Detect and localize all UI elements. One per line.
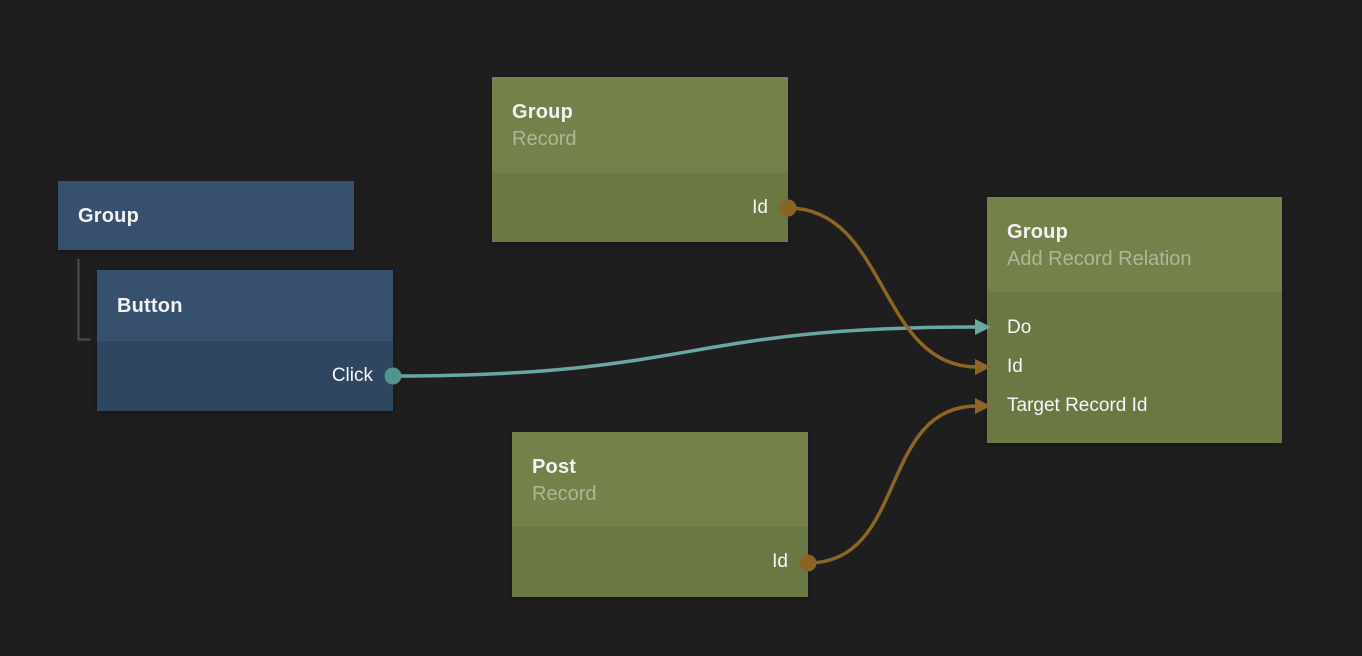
node-ports: Click [97, 341, 393, 411]
node-ports: Id [492, 173, 788, 242]
output-port-id[interactable]: Id [772, 551, 788, 573]
node-header: Button [97, 270, 393, 341]
port-label: Target Record Id [1007, 394, 1148, 416]
port-label: Do [1007, 316, 1032, 338]
connection-group-id-to-id[interactable] [787, 206, 978, 369]
node-title: Group [512, 101, 573, 123]
node-post-record[interactable]: Post Record Id [512, 432, 808, 597]
node-subtitle: Record [532, 482, 597, 505]
node-header: Group [58, 181, 354, 250]
node-header: Post Record [512, 432, 808, 527]
port-label: Id [1007, 355, 1023, 377]
node-title: Group [78, 205, 139, 227]
node-title: Button [117, 295, 183, 317]
connection-post-id-to-target-record-id[interactable] [807, 404, 978, 565]
node-header: Group Add Record Relation [987, 197, 1282, 292]
port-label: Id [752, 196, 768, 218]
node-button[interactable]: Button Click [97, 270, 393, 411]
port-label: Id [772, 551, 788, 572]
port-label: Click [331, 365, 373, 386]
node-title: Post [532, 455, 577, 478]
node-ports: Do Id Target Record Id [987, 292, 1282, 443]
node-title: Group [1007, 220, 1068, 243]
node-ports: Id [512, 527, 808, 597]
input-port-do[interactable]: Do [987, 308, 1282, 347]
node-add-record-relation[interactable]: Group Add Record Relation Do Id Target R… [987, 197, 1282, 443]
node-group-record[interactable]: Group Record Id [492, 77, 788, 242]
hierarchy-line [77, 259, 91, 341]
output-port-click[interactable]: Click [332, 365, 373, 387]
node-header: Group Record [492, 77, 788, 173]
input-port-target-record-id[interactable]: Target Record Id [987, 386, 1282, 425]
node-subtitle: Record [512, 128, 577, 150]
node-subtitle: Add Record Relation [1007, 247, 1192, 270]
output-port-id[interactable]: Id [752, 197, 768, 219]
input-port-id[interactable]: Id [987, 347, 1282, 386]
connection-click-to-do[interactable] [392, 325, 978, 378]
node-group-visual[interactable]: Group [58, 181, 354, 250]
